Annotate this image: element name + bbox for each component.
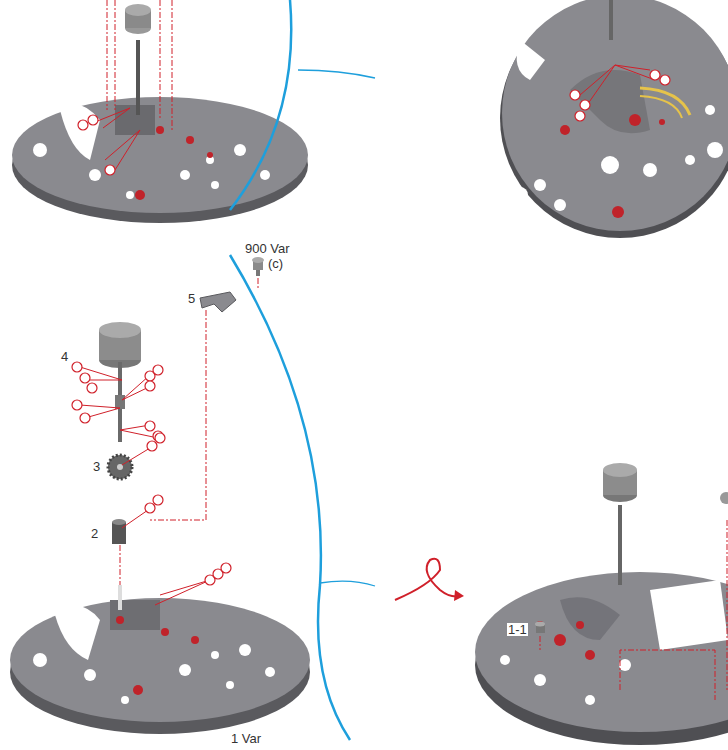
part-label: 1-1 — [507, 623, 528, 636]
bracket — [230, 0, 291, 210]
flip-arrow — [395, 559, 460, 600]
part-label: 1 Var — [230, 732, 262, 745]
callout-number: 5 — [187, 292, 196, 305]
main-plate-bottom-right — [475, 463, 728, 745]
callout-number: 4 — [60, 350, 69, 363]
main-plate-top-left — [12, 0, 308, 223]
callout-number: (c) — [267, 257, 284, 270]
part-label: 900 Var — [244, 242, 291, 255]
main-plate-top-right — [494, 0, 728, 238]
callout-number: 3 — [92, 460, 101, 473]
exploded-parts — [72, 257, 264, 585]
callout-number: 2 — [90, 527, 99, 540]
main-plate-bottom-left — [10, 563, 310, 734]
